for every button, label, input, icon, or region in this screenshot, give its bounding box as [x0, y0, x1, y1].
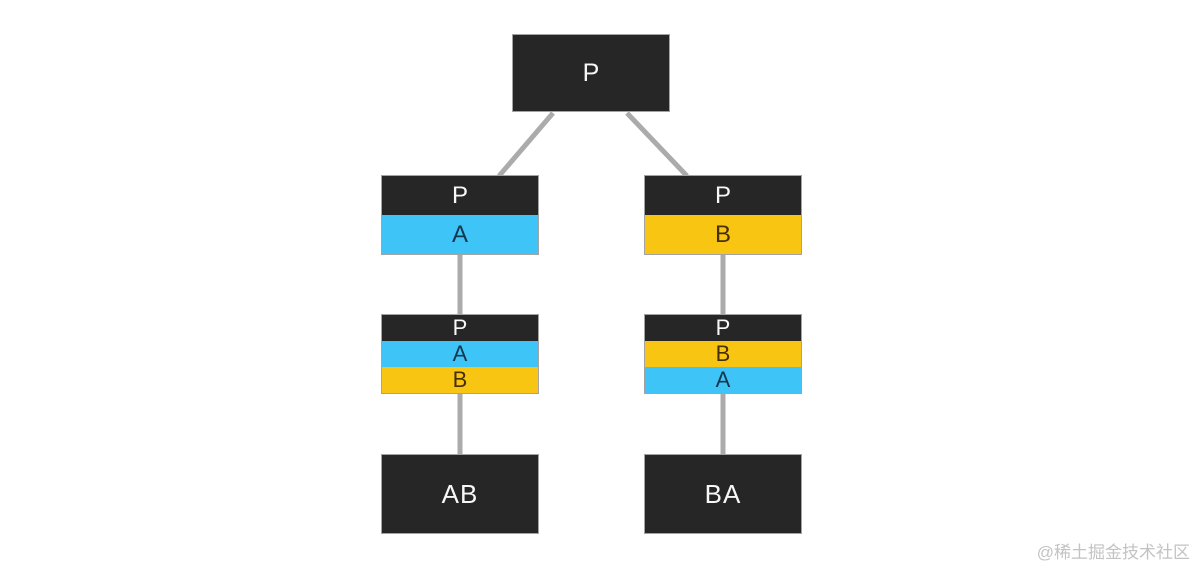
layer-p: P	[382, 176, 538, 215]
layer-a: A	[382, 215, 538, 254]
watermark: @稀土掘金技术社区	[1036, 543, 1190, 562]
node-left-step2: P A B	[381, 314, 539, 394]
layer-b: B	[645, 215, 801, 254]
node-root: P	[512, 34, 670, 112]
edge-root-to-right	[625, 111, 689, 178]
layer-p: P	[645, 315, 801, 341]
node-root-label: P	[582, 58, 600, 87]
layer-a: A	[382, 341, 538, 367]
node-right-result: BA	[644, 454, 802, 534]
node-left-result-label: AB	[441, 478, 479, 509]
layer-p: P	[645, 176, 801, 215]
layer-b: B	[382, 367, 538, 393]
edge-root-to-left	[497, 111, 555, 178]
layer-a: A	[645, 367, 801, 393]
node-right-step1: P B	[644, 175, 802, 255]
node-left-step1: P A	[381, 175, 539, 255]
node-left-result: AB	[381, 454, 539, 534]
layer-b: B	[645, 341, 801, 367]
node-right-result-label: BA	[704, 478, 742, 509]
layer-p: P	[382, 315, 538, 341]
node-right-step2: P B A	[644, 314, 802, 394]
